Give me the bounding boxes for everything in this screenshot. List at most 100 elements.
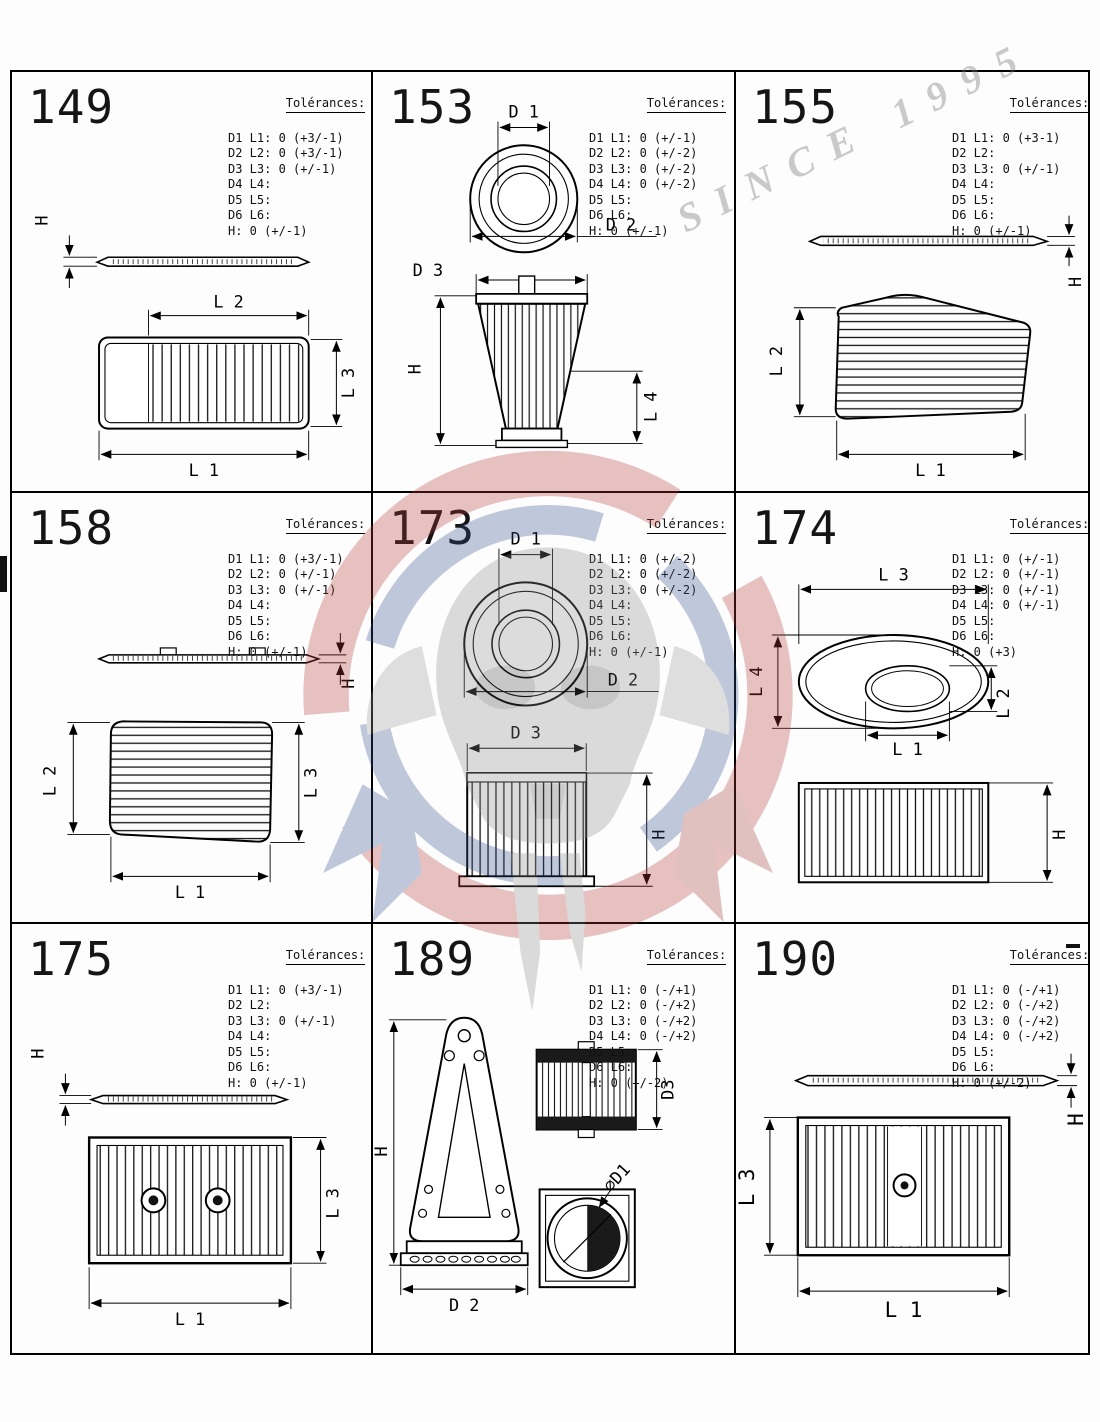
dimension-l2: L 2 [766,307,836,418]
panel-190: 190 Tolérances: D1 L1: 0 (-/+1)D2 L2: 0 … [736,924,1090,1353]
drawing-175: H L 3 L 1 [28,1049,343,1329]
tolerance-line: D3 L3: 0 (+/-1) [228,582,337,597]
tolerance-line: D5 L5: [228,1044,272,1059]
tolerance-line: D1 L1: 0 (+/-2) [589,551,698,566]
panel-155: 155 Tolérances: D1 L1: 0 (+3-1)D2 L2:D3 … [736,72,1090,493]
tolerance-line: D2 L2: 0 (+/-1) [952,567,1061,581]
part-number: 189 [389,932,476,986]
tolerance-line: D2 L2: [228,998,272,1012]
side-view [807,235,1050,247]
tolerance-line: D5 L5: [589,613,633,628]
tolerance-line: D4 L4: 0 (-/+2) [589,1029,698,1043]
dim-label-l4: L 4 [746,666,766,696]
tolerance-line: D4 L4: 0 (+/-2) [589,177,698,191]
tolerances-title: Tolérances: [285,517,366,534]
tolerance-line: D3 L3: 0 (-/+2) [589,1013,698,1028]
tolerance-line: D5 L5: [589,1044,633,1059]
tolerance-line: D5 L5: [952,613,996,628]
part-number: 174 [752,501,839,555]
tolerance-line: D5 L5: [952,1044,996,1059]
panel-173: 173 Tolérances: D1 L1: 0 (+/-2)D2 L2: 0 … [373,493,736,924]
tolerance-line: D4 L4: [952,177,996,191]
dim-label-l2: L 2 [993,688,1013,718]
tolerance-line: D4 L4: 0 (+/-1) [952,598,1061,612]
dim-label-d3: D3 [658,1079,678,1099]
tolerances-title: Tolérances: [285,948,366,965]
tolerance-line: D3 L3: 0 (+/-1) [228,1013,337,1028]
tolerance-line: D3 L3: 0 (+/-2) [589,582,698,597]
panel-175: 175 Tolérances: D1 L1: 0 (+3/-1)D2 L2:D3… [12,924,373,1353]
tolerance-line: D3 L3: 0 (+/-2) [589,161,698,176]
tolerances-block: Tolérances: D1 L1: 0 (-/+1)D2 L2: 0 (-/+… [952,932,1090,1122]
dimension-l2: L 2 [148,292,310,336]
dimension-d1: D 1 [497,102,550,186]
top-view [796,1116,1011,1257]
drawing-189: H D 2 [373,1016,678,1315]
dimension-d2: D 2 [463,651,659,698]
tolerance-line: D5 L5: [952,192,996,207]
tolerance-line: H: 0 (+/-1) [228,644,308,659]
tolerance-line: H: 0 (+/-1) [589,223,669,238]
tolerance-line: D4 L4: [228,177,272,191]
tolerance-line: D6 L6: [589,208,633,222]
dim-label-h: H [1064,1113,1088,1126]
tolerance-line: D2 L2: [952,146,996,160]
cylinder-view [458,772,596,888]
tolerances-block: Tolérances: D1 L1: 0 (+3/-1)D2 L2: 0 (+/… [228,501,366,691]
tolerances-block: Tolérances: D1 L1: 0 (+3/-1)D2 L2:D3 L3:… [228,932,366,1122]
drawing-149: H L 2 L 3 [32,216,359,481]
dimension-l3: L 3 [798,564,989,644]
drawing-190: H L 3 L 1 [736,1053,1088,1322]
dimension-l3: L 3 [270,721,321,844]
dimension-l1: L 1 [98,430,310,480]
tolerance-line: D1 L1: 0 (+3-1) [952,130,1061,145]
dim-label-h: H [28,1049,48,1059]
tolerance-line: D6 L6: [589,1060,633,1074]
dimension-l1: L 1 [836,413,1026,480]
tolerance-line: H: 0 (+/-2) [589,1075,669,1090]
tolerance-line: D1 L1: 0 (-/+1) [589,982,698,997]
tolerance-line: D6 L6: [952,1060,996,1074]
tolerance-line: D3 L3: 0 (+/-1) [952,582,1061,597]
tolerance-line: D6 L6: [952,629,996,643]
tolerance-line: D2 L2: 0 (+/-2) [589,146,698,160]
throttle-view [538,1188,636,1289]
panel-189: 189 Tolérances: D1 L1: 0 (-/+1)D2 L2: 0 … [373,924,736,1353]
dimension-h: H [1047,215,1085,287]
tolerance-line: H: 0 (+/-2) [952,1075,1032,1090]
cone-view [475,275,589,449]
dimension-d3: D 3 [413,260,588,294]
tolerances-block: Tolérances: D1 L1: 0 (+/-1)D2 L2: 0 (+/-… [589,80,727,270]
dimension-l4: L 4 [746,634,886,729]
drawing-153: D 1 D 2 D 3 [405,102,661,449]
dim-label-h: H [32,216,52,226]
dimension-h: H [988,782,1069,883]
tolerance-line: D1 L1: 0 (+/-1) [952,551,1061,566]
dimension-l1: L 1 [865,701,950,759]
dim-label-l4: L 4 [641,392,661,422]
tolerances-block: Tolérances: D1 L1: 0 (+/-2)D2 L2: 0 (+/-… [589,501,727,691]
tolerance-line: D6 L6: [589,629,633,643]
tolerance-line: D6 L6: [952,208,996,222]
dim-label-l3: L 3 [322,1188,342,1219]
drawing-155: H L 2 L 1 [766,215,1085,480]
top-circle-view [469,144,579,254]
tolerance-line: D5 L5: [589,192,633,207]
dim-label-d2: D 2 [449,1295,479,1315]
dim-label-d3: D 3 [413,260,443,280]
tolerance-line: H: 0 (+3) [952,644,1018,659]
dim-label-l3: L 3 [736,1168,759,1206]
cartridge-view [535,1041,637,1139]
dimension-h: H [32,216,98,288]
tolerance-line: D5 L5: [228,192,272,207]
dim-label-d2: D 2 [608,670,638,690]
dimension-h: H [1057,1053,1088,1126]
dim-label-l2: L 2 [213,292,243,312]
dimension-l1: L 1 [797,1257,1010,1322]
tolerance-line: D6 L6: [228,1060,272,1074]
drawing-173: D 1 D 2 D 3 [458,529,669,888]
dimension-h: H [28,1049,92,1126]
tolerance-line: D1 L1: 0 (+3/-1) [228,982,344,997]
dimension-l1: L 1 [88,1267,292,1329]
